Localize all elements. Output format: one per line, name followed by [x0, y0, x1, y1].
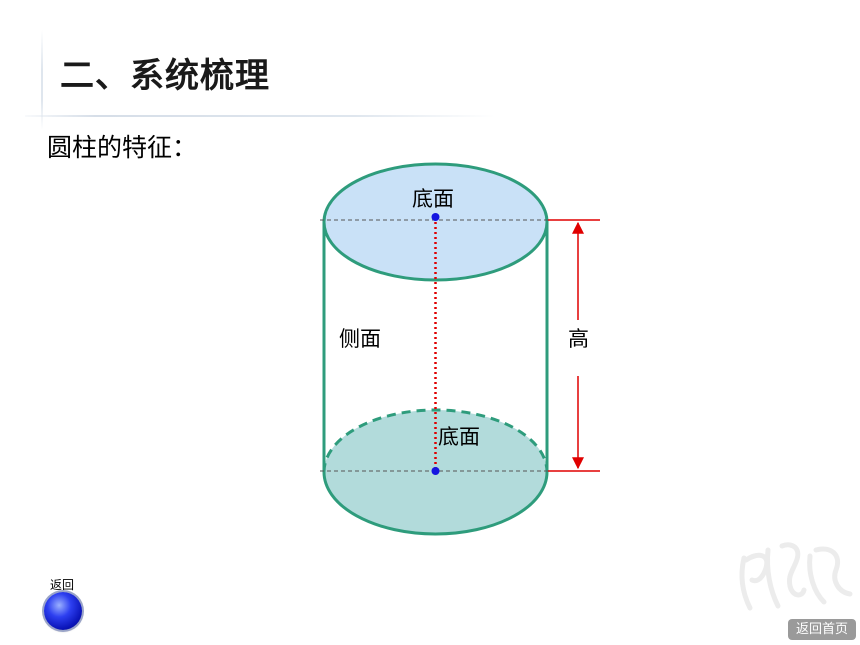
home-button[interactable]: 返回首页 — [788, 619, 856, 640]
bottom-base-label: 底面 — [438, 425, 480, 449]
top-base-label: 底面 — [412, 187, 454, 211]
back-circle-icon[interactable] — [44, 592, 82, 630]
slide-title: 二、系统梳理 — [60, 56, 270, 96]
bottom-center-point — [431, 467, 440, 475]
watermark-glyph — [739, 542, 853, 611]
side-surface-label: 侧面 — [339, 327, 381, 351]
title-underline — [25, 115, 495, 117]
title-decor-vertical-line — [41, 30, 43, 130]
height-label: 高 — [568, 327, 589, 351]
back-label: 返回 — [50, 578, 75, 592]
section-subtitle: 圆柱的特征： — [47, 133, 198, 162]
top-center-point — [431, 213, 440, 221]
bottom-base-front-edge — [322, 471, 549, 536]
bottom-base-hidden-edge — [322, 408, 549, 473]
